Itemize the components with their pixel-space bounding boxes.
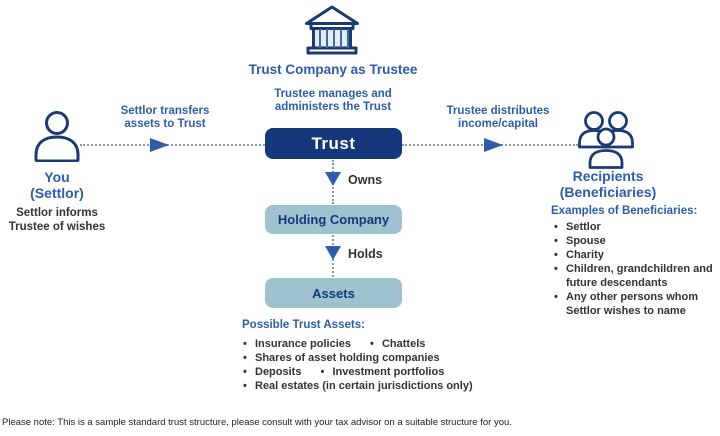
beneficiary-item: Children, grandchildren and future desce…	[553, 262, 720, 290]
settlor-to-trust-dotted-line	[80, 144, 265, 146]
trust-asset-item: Chattels	[369, 337, 425, 351]
trust-assets-list: Insurance policies Chattels Shares of ass…	[242, 334, 512, 393]
beneficiaries-examples-title: Examples of Beneficiaries:	[551, 205, 698, 217]
settlor-person-icon	[33, 110, 81, 163]
trust-asset-item: Insurance policies	[242, 337, 351, 351]
bank-building-icon	[303, 5, 361, 55]
holds-label: Holds	[348, 247, 383, 261]
trust-box-label: Trust	[311, 133, 356, 153]
trust-asset-item: Deposits	[242, 365, 301, 379]
beneficiary-item: Any other persons whom Settlor wishes to…	[553, 290, 720, 318]
settlor-note: Settlor informs Trustee of wishes	[8, 207, 106, 233]
trust-asset-item: Investment portfolios	[319, 365, 444, 379]
trust-to-recipients-arrowhead-icon	[484, 138, 503, 152]
settlor-to-trust-arrowhead-icon	[150, 138, 169, 152]
assets-box: Assets	[265, 278, 402, 308]
settlor-name: You	[44, 169, 70, 185]
beneficiary-item: Spouse	[553, 234, 720, 248]
beneficiary-item: Charity	[553, 248, 720, 262]
recipients-group-icon	[577, 110, 635, 172]
trust-assets-row: Insurance policies Chattels	[242, 334, 512, 351]
holding-company-box: Holding Company	[265, 205, 402, 234]
trustee-title: Trust Company as Trustee	[248, 62, 418, 77]
recipients-name: Recipients	[572, 168, 644, 184]
trust-assets-row: Shares of asset holding companies	[242, 348, 512, 365]
trust-assets-row: Deposits Investment portfolios	[242, 362, 512, 379]
trustee-subtitle: Trustee manages and administers the Trus…	[274, 88, 392, 113]
beneficiary-item: Settlor	[553, 220, 720, 234]
recipients-role: (Beneficiaries)	[559, 184, 657, 200]
trustee-distribute-label: Trustee distributes income/capital	[446, 105, 550, 130]
owns-label: Owns	[348, 173, 383, 187]
holding-company-label: Holding Company	[277, 212, 390, 227]
assets-box-label: Assets	[312, 285, 355, 301]
settlor-role: (Settlor)	[30, 185, 84, 201]
disclaimer-footnote: Please note: This is a sample standard t…	[2, 417, 512, 428]
trust-asset-item: Shares of asset holding companies	[242, 351, 440, 365]
trust-box: Trust	[265, 128, 402, 159]
settlor-transfer-label: Settlor transfers assets to Trust	[120, 105, 210, 130]
trust-assets-title: Possible Trust Assets:	[242, 319, 365, 331]
trust-asset-item: Real estates (in certain jurisdictions o…	[242, 379, 473, 393]
holds-arrowhead-icon	[325, 246, 341, 260]
trust-assets-row: Real estates (in certain jurisdictions o…	[242, 376, 512, 393]
beneficiaries-examples-list: Settlor Spouse Charity Children, grandch…	[553, 220, 720, 318]
owns-arrowhead-icon	[325, 172, 341, 186]
